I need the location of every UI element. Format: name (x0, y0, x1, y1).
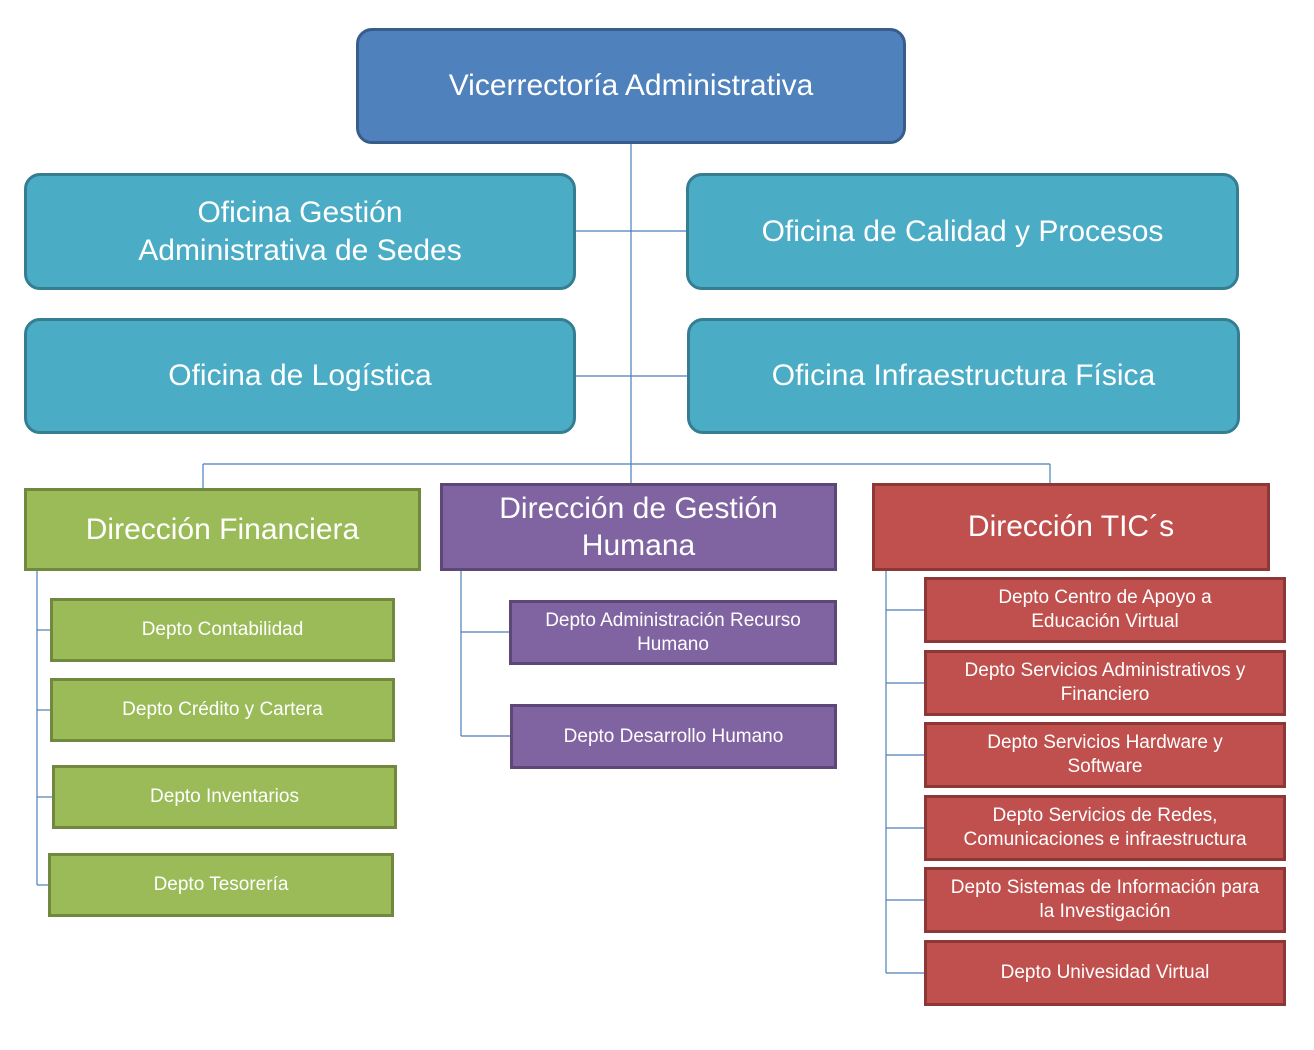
node-depto-universidad-virtual: Depto Univesidad Virtual (924, 940, 1286, 1006)
node-label: Depto Crédito y Cartera (122, 699, 323, 721)
node-label: Depto Servicios Administrativos y Financ… (964, 660, 1246, 705)
node-direccion-financiera: Dirección Financiera (24, 488, 421, 571)
node-label: Depto Univesidad Virtual (1000, 962, 1210, 984)
node-vicerrectoria: Vicerrectoría Administrativa (356, 28, 906, 144)
node-depto-redes-comunicaciones: Depto Servicios de Redes, Comunicaciones… (924, 795, 1286, 861)
node-label: Depto Administración Recurso Humano (545, 609, 801, 655)
node-depto-sistemas-informacion: Depto Sistemas de Información para la In… (924, 867, 1286, 933)
node-depto-inventarios: Depto Inventarios (52, 765, 397, 829)
node-label: Depto Centro de Apoyo a Educación Virtua… (998, 587, 1212, 632)
node-label: Depto Servicios de Redes, Comunicaciones… (963, 805, 1247, 850)
node-label: Oficina de Calidad y Procesos (761, 214, 1164, 248)
node-label: Depto Servicios Hardware y Software (987, 732, 1223, 777)
node-depto-contabilidad: Depto Contabilidad (50, 598, 395, 662)
node-direccion-tics: Dirección TIC´s (872, 483, 1270, 571)
node-label: Depto Inventarios (150, 786, 299, 808)
node-oficina-logistica: Oficina de Logística (24, 318, 576, 434)
node-depto-centro-apoyo: Depto Centro de Apoyo a Educación Virtua… (924, 577, 1286, 643)
node-depto-admin-recurso-humano: Depto Administración Recurso Humano (509, 600, 837, 665)
node-label: Oficina de Logística (168, 359, 432, 393)
node-oficina-infraestructura: Oficina Infraestructura Física (687, 318, 1240, 434)
node-label: Depto Desarrollo Humano (563, 725, 784, 747)
node-label: Dirección de Gestión Humana (499, 491, 778, 563)
node-direccion-gestion-humana: Dirección de Gestión Humana (440, 483, 837, 571)
node-oficina-gestion-sedes: Oficina Gestión Administrativa de Sedes (24, 173, 576, 290)
node-label: Dirección Financiera (85, 512, 360, 546)
node-oficina-calidad: Oficina de Calidad y Procesos (686, 173, 1239, 290)
node-label: Oficina Gestión Administrativa de Sedes (138, 196, 462, 267)
node-depto-servicios-administrativos: Depto Servicios Administrativos y Financ… (924, 650, 1286, 716)
node-depto-desarrollo-humano: Depto Desarrollo Humano (510, 704, 837, 769)
node-depto-credito-cartera: Depto Crédito y Cartera (50, 678, 395, 742)
node-label: Depto Contabilidad (141, 619, 304, 641)
node-label: Depto Sistemas de Información para la In… (950, 877, 1260, 922)
node-label: Depto Tesorería (153, 874, 289, 896)
node-depto-hardware-software: Depto Servicios Hardware y Software (924, 722, 1286, 788)
node-label: Oficina Infraestructura Física (771, 359, 1156, 393)
node-label: Dirección TIC´s (967, 510, 1175, 544)
node-label: Vicerrectoría Administrativa (448, 69, 814, 103)
node-depto-tesoreria: Depto Tesorería (48, 853, 394, 917)
